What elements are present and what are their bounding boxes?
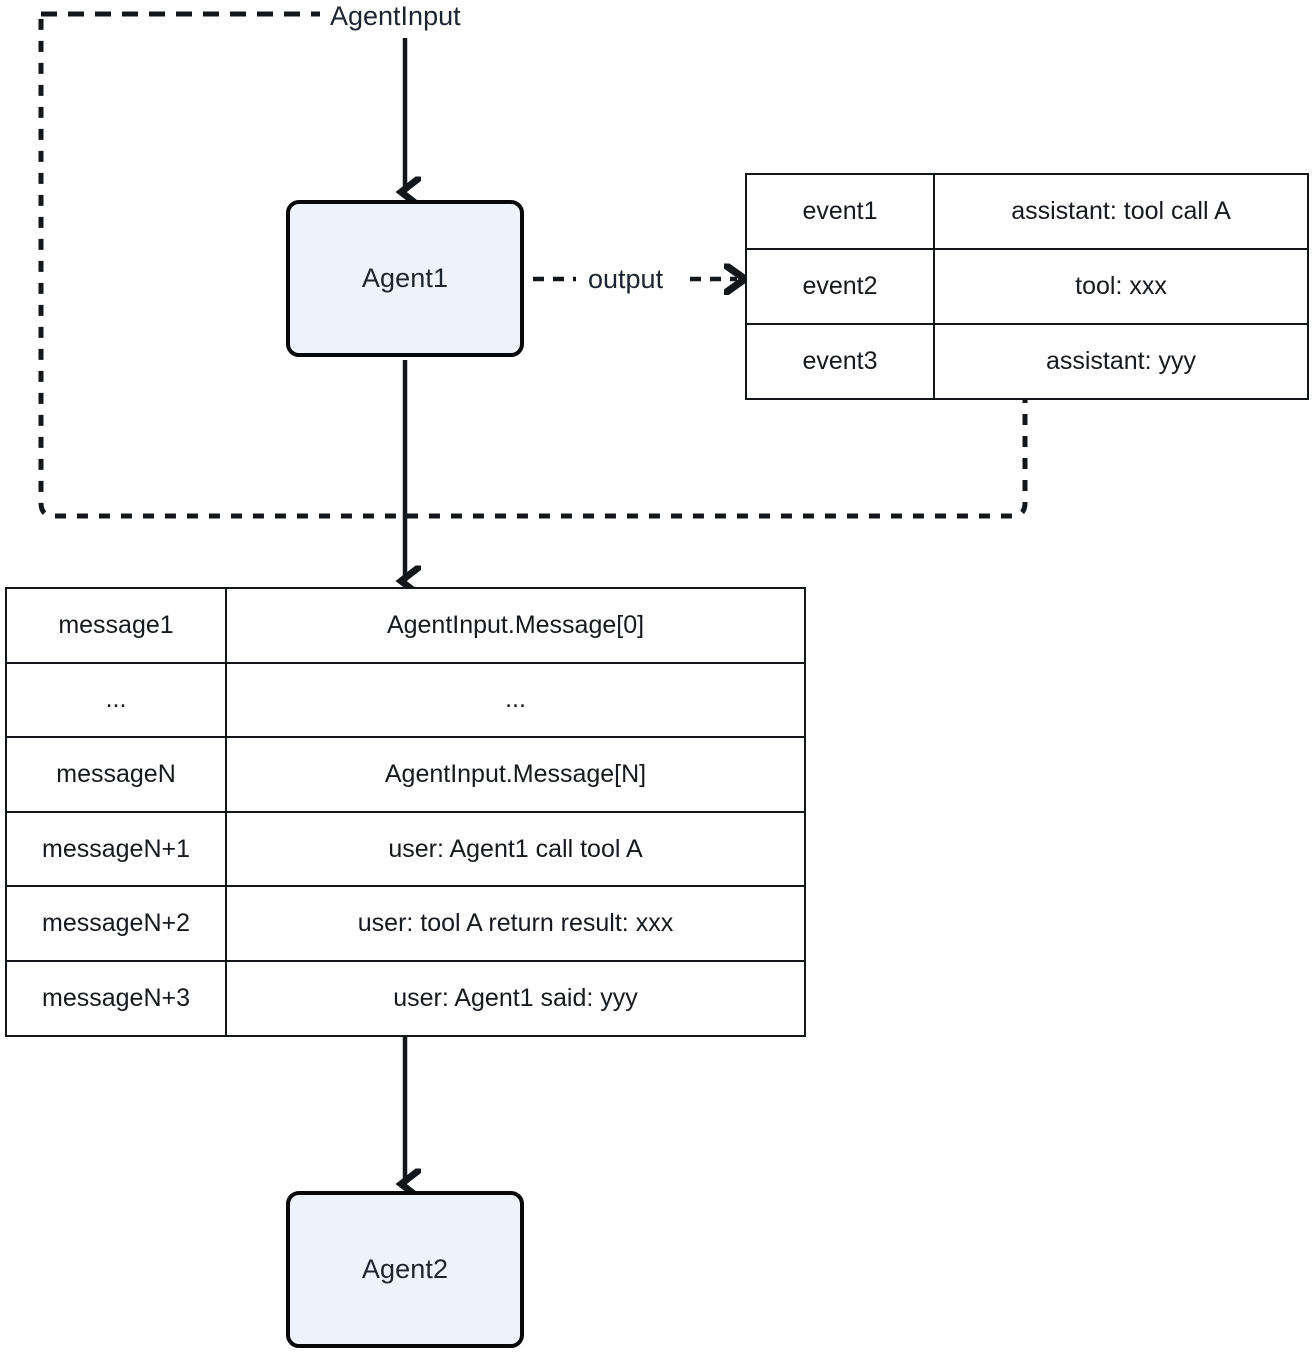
message-value: ...	[225, 661, 806, 739]
table-row: messageN+1 user: Agent1 call tool A	[5, 810, 806, 888]
message-value: AgentInput.Message[N]	[225, 736, 806, 813]
event-key: event1	[745, 173, 935, 250]
message-value: user: Agent1 said: yyy	[225, 959, 806, 1037]
node-agent2[interactable]: Agent2	[286, 1191, 524, 1348]
table-row: message1 AgentInput.Message[0]	[5, 587, 806, 664]
table-row: ... ...	[5, 661, 806, 739]
message-key: message1	[5, 587, 227, 664]
table-row: messageN AgentInput.Message[N]	[5, 736, 806, 813]
event-table: event1 assistant: tool call A event2 too…	[745, 173, 1309, 400]
table-row: event2 tool: xxx	[745, 248, 1309, 325]
message-value: AgentInput.Message[0]	[225, 587, 806, 664]
message-value: user: tool A return result: xxx	[225, 885, 806, 962]
table-row: event3 assistant: yyy	[745, 323, 1309, 400]
table-row: messageN+3 user: Agent1 said: yyy	[5, 959, 806, 1037]
message-key: messageN+1	[5, 810, 227, 888]
output-label: output	[583, 264, 669, 295]
message-key: messageN+3	[5, 959, 227, 1037]
agent-input-label: AgentInput	[330, 1, 461, 32]
node-agent1[interactable]: Agent1	[286, 200, 524, 357]
table-row: messageN+2 user: tool A return result: x…	[5, 885, 806, 962]
event-value: tool: xxx	[933, 248, 1309, 325]
event-value: assistant: yyy	[933, 323, 1309, 400]
event-value: assistant: tool call A	[933, 173, 1309, 250]
message-key: ...	[5, 661, 227, 739]
event-key: event2	[745, 248, 935, 325]
event-key: event3	[745, 323, 935, 400]
message-table: message1 AgentInput.Message[0] ... ... m…	[5, 587, 806, 1037]
table-row: event1 assistant: tool call A	[745, 173, 1309, 250]
message-key: messageN	[5, 736, 227, 813]
message-key: messageN+2	[5, 885, 227, 962]
node-agent2-label: Agent2	[361, 1254, 449, 1284]
node-agent1-label: Agent1	[361, 263, 449, 293]
message-value: user: Agent1 call tool A	[225, 810, 806, 888]
